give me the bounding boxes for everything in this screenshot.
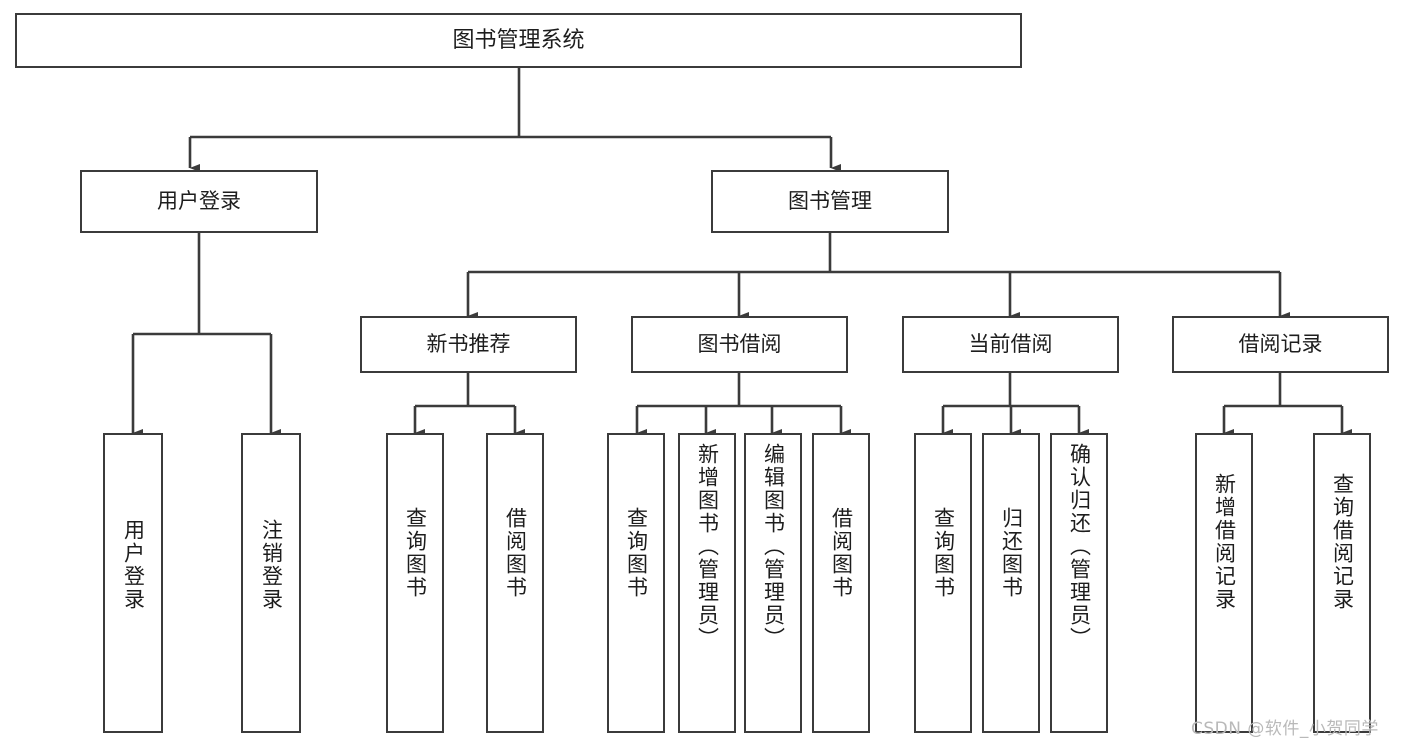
leaf-current-query-book[interactable]: 查询图书: [914, 433, 972, 733]
leaf-new-book-borrow[interactable]: 借阅图书: [486, 433, 544, 733]
leaf-borrow-borrow-book[interactable]: 借阅图书: [812, 433, 870, 733]
csdn-watermark: CSDN @软件_小贺同学: [1191, 719, 1379, 739]
node-label: 用户登录: [121, 519, 146, 611]
node-label: 图书借阅: [697, 332, 782, 357]
node-label: 查询借阅记录: [1330, 473, 1355, 611]
node-label: 编辑图书（管理员）: [761, 443, 786, 650]
node-label: 新增借阅记录: [1212, 473, 1237, 611]
leaf-user-login-signin[interactable]: 用户登录: [103, 433, 163, 733]
node-label: 用户登录: [157, 189, 241, 214]
leaf-user-login-signout[interactable]: 注销登录: [241, 433, 301, 733]
node-label: 图书管理: [788, 189, 872, 214]
leaf-borrow-query-book[interactable]: 查询图书: [607, 433, 665, 733]
node-label: 新书推荐: [426, 332, 511, 357]
node-label: 归还图书: [999, 507, 1024, 599]
node-label: 当前借阅: [968, 332, 1053, 357]
node-label: 查询图书: [931, 507, 956, 599]
node-label: 图书管理系统: [452, 27, 585, 53]
node-label: 注销登录: [259, 519, 284, 611]
node-book-management[interactable]: 图书管理: [711, 170, 949, 233]
leaf-current-confirm-return-admin[interactable]: 确认归还（管理员）: [1050, 433, 1108, 733]
leaf-current-return-book[interactable]: 归还图书: [982, 433, 1040, 733]
node-borrow-record[interactable]: 借阅记录: [1172, 316, 1389, 373]
node-label: 借阅记录: [1238, 332, 1323, 357]
leaf-borrow-add-book-admin[interactable]: 新增图书（管理员）: [678, 433, 736, 733]
node-label: 查询图书: [403, 507, 428, 599]
node-user-login[interactable]: 用户登录: [80, 170, 318, 233]
node-label: 借阅图书: [503, 507, 528, 599]
node-book-borrow[interactable]: 图书借阅: [631, 316, 848, 373]
node-label: 确认归还（管理员）: [1067, 443, 1092, 650]
node-label: 借阅图书: [829, 507, 854, 599]
leaf-borrow-edit-book-admin[interactable]: 编辑图书（管理员）: [744, 433, 802, 733]
node-label: 查询图书: [624, 507, 649, 599]
node-root-system[interactable]: 图书管理系统: [15, 13, 1022, 68]
leaf-record-query-record[interactable]: 查询借阅记录: [1313, 433, 1371, 733]
node-label: 新增图书（管理员）: [695, 443, 720, 650]
node-current-borrow[interactable]: 当前借阅: [902, 316, 1119, 373]
leaf-record-add-record[interactable]: 新增借阅记录: [1195, 433, 1253, 733]
leaf-new-book-query[interactable]: 查询图书: [386, 433, 444, 733]
node-new-book-recommend[interactable]: 新书推荐: [360, 316, 577, 373]
